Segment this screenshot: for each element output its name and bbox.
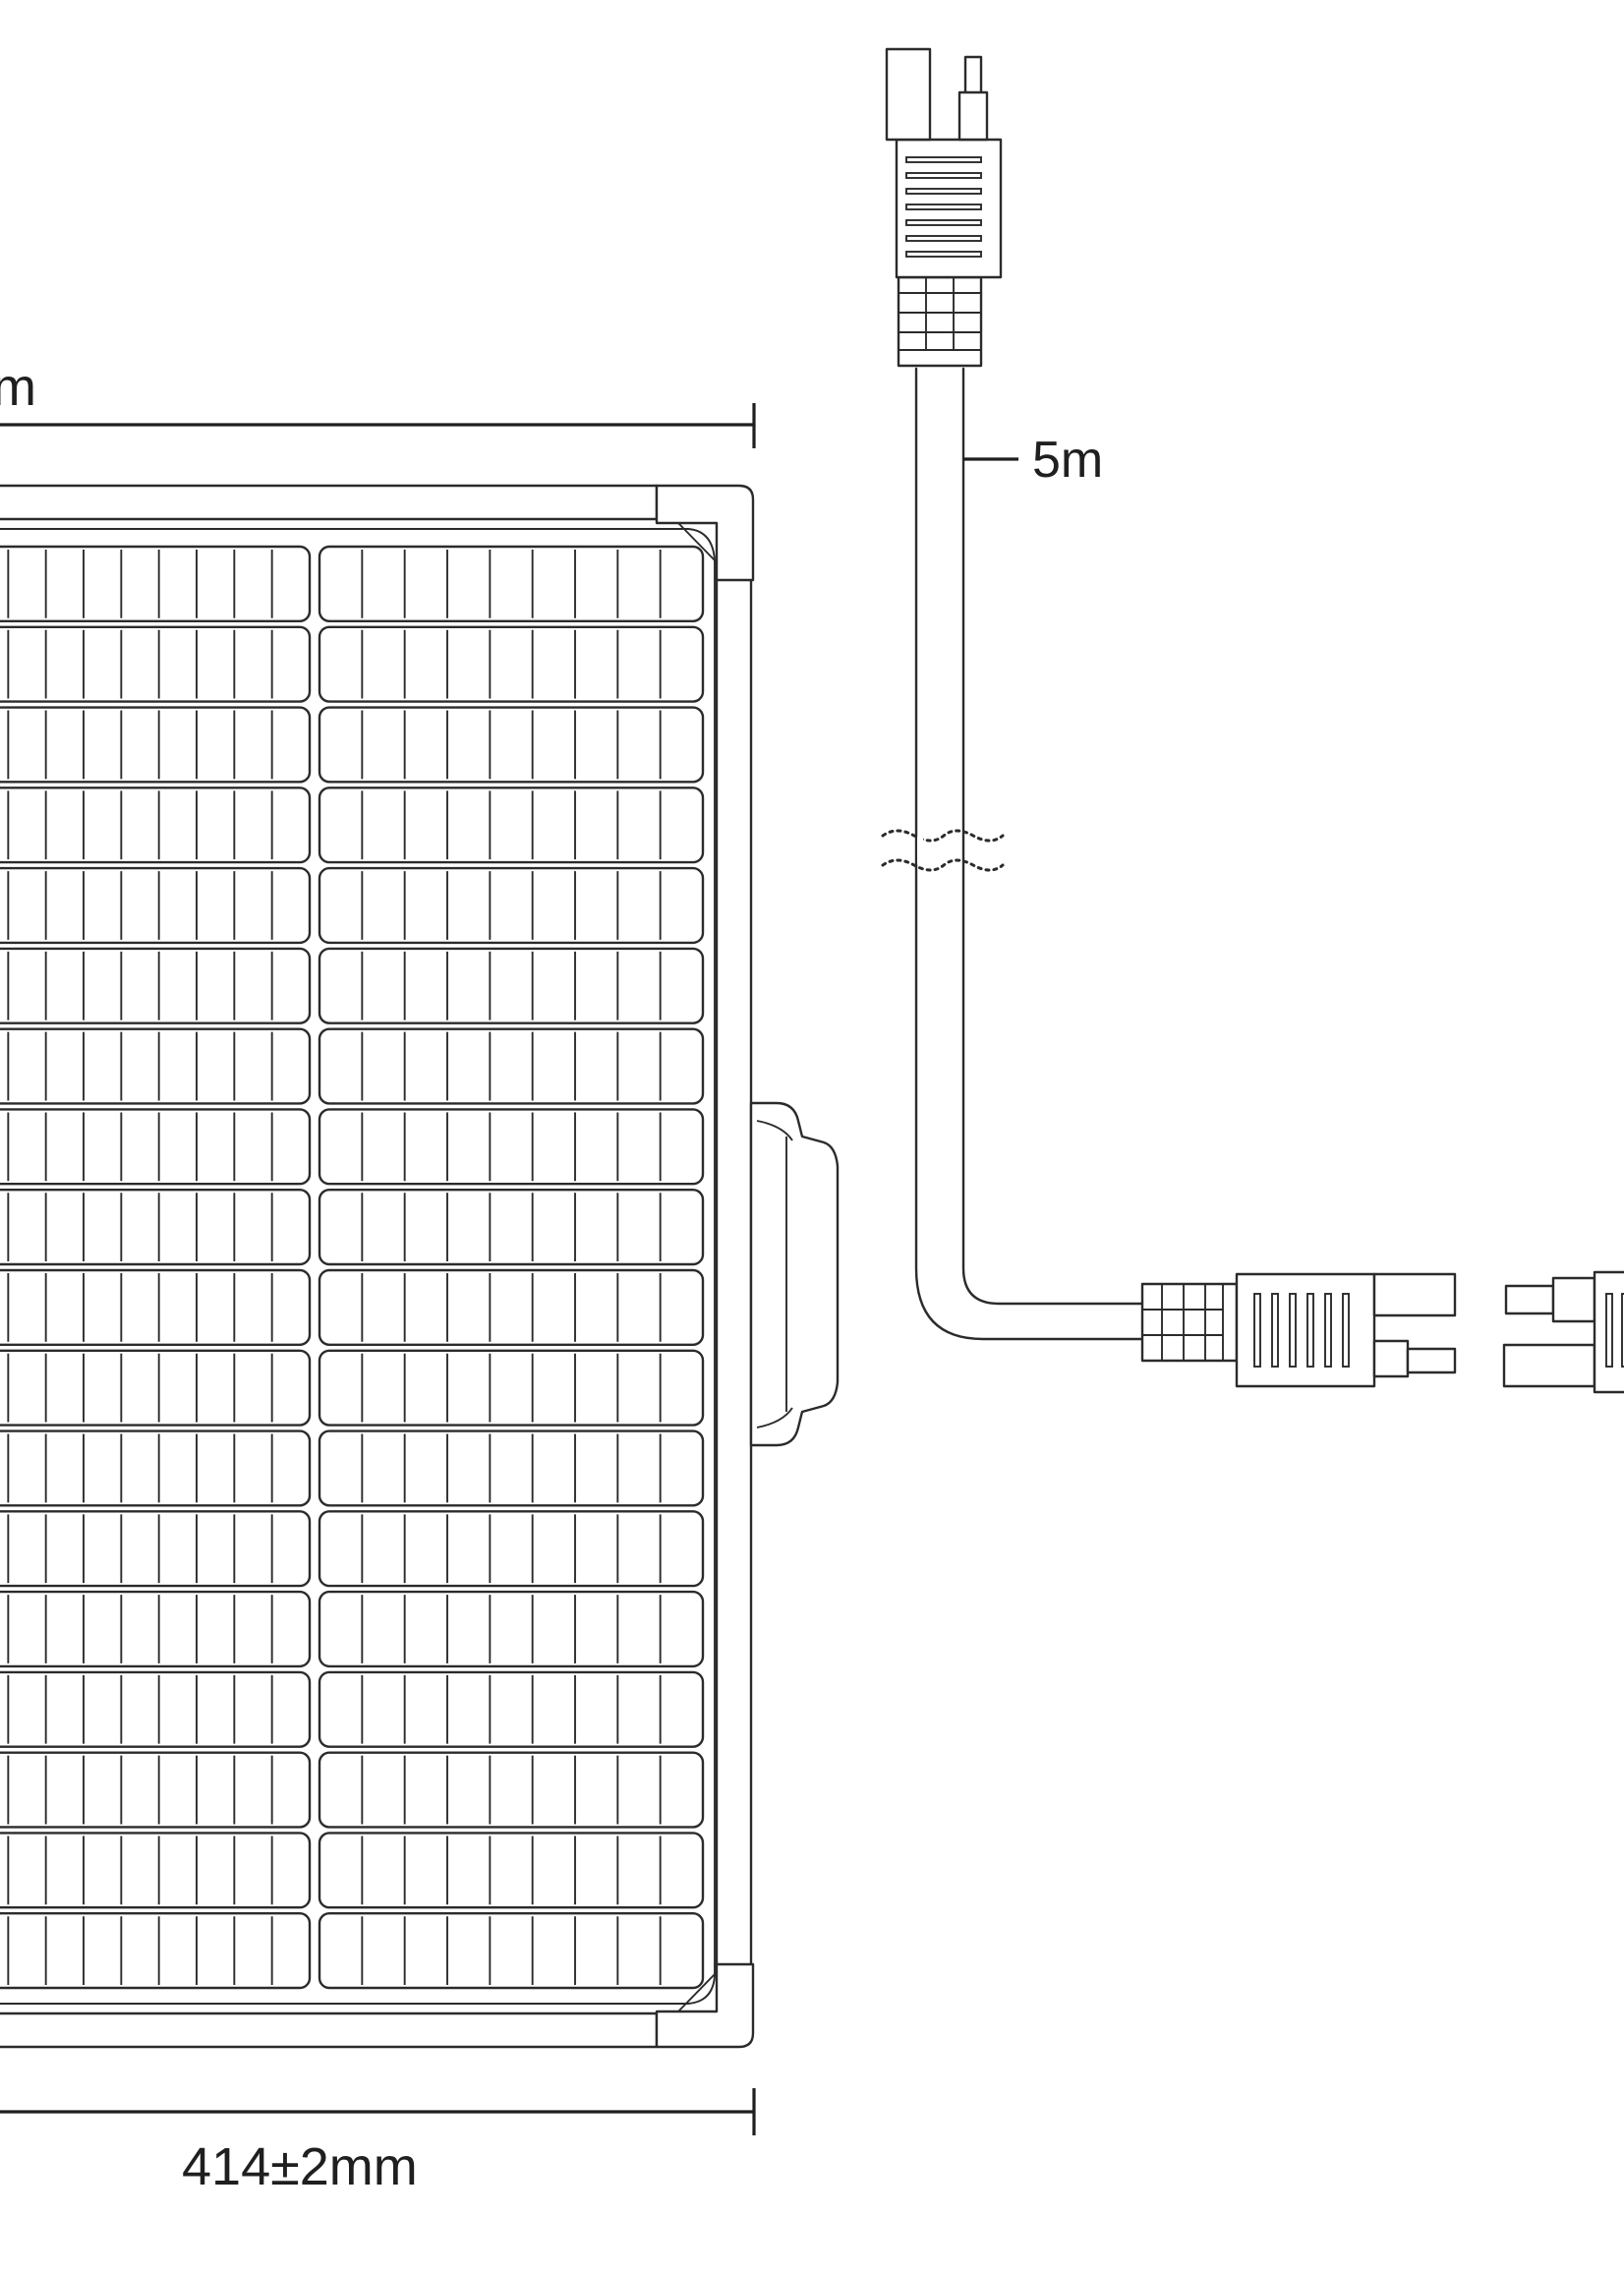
cell-row bbox=[0, 625, 312, 703]
cell-string bbox=[318, 1590, 705, 1668]
cell-row bbox=[0, 1429, 312, 1507]
cell-string bbox=[318, 1027, 705, 1105]
cell-row bbox=[318, 1670, 705, 1748]
cell-row bbox=[318, 1429, 705, 1507]
sae-connector-right bbox=[1140, 1272, 1457, 1388]
cell-row bbox=[318, 706, 705, 784]
cell-row bbox=[0, 1912, 312, 1990]
cell-row bbox=[318, 1108, 705, 1186]
cell-string bbox=[0, 1832, 312, 1909]
cell-row bbox=[0, 1751, 312, 1829]
cell-string bbox=[318, 787, 705, 864]
cell-row bbox=[318, 866, 705, 945]
cell-string bbox=[0, 625, 312, 703]
cable bbox=[881, 367, 1144, 1341]
cell-string bbox=[318, 545, 705, 622]
cell-string bbox=[0, 1590, 312, 1668]
top-dimension-line bbox=[0, 403, 756, 448]
cell-string bbox=[0, 1268, 312, 1346]
cell-row bbox=[318, 1510, 705, 1588]
cell-string bbox=[318, 625, 705, 703]
cell-string bbox=[318, 1912, 705, 1990]
corner-bracket-bottom bbox=[655, 1962, 755, 2049]
cell-row bbox=[0, 706, 312, 784]
cell-row bbox=[0, 1108, 312, 1186]
sae-connector-top bbox=[885, 47, 1003, 368]
cell-row bbox=[318, 947, 705, 1024]
cell-row bbox=[0, 1590, 312, 1668]
cell-row bbox=[0, 1027, 312, 1105]
cell-string bbox=[0, 1189, 312, 1266]
cell-row bbox=[318, 625, 705, 703]
cell-string bbox=[0, 787, 312, 864]
cell-string bbox=[318, 1268, 705, 1346]
cell-row bbox=[0, 545, 312, 622]
cell-string bbox=[0, 1912, 312, 1990]
cell-row bbox=[318, 1268, 705, 1346]
panel-frame bbox=[0, 484, 753, 2049]
cell-row bbox=[0, 1670, 312, 1748]
mating-connector-partial bbox=[1502, 1270, 1624, 1394]
cell-string bbox=[318, 1349, 705, 1427]
cell-string bbox=[0, 1751, 312, 1829]
bottom-dimension-line bbox=[0, 2088, 756, 2135]
cell-row bbox=[318, 545, 705, 622]
cell-string bbox=[318, 947, 705, 1024]
cell-string bbox=[0, 866, 312, 945]
cell-string bbox=[318, 1832, 705, 1909]
cell-string bbox=[318, 1510, 705, 1588]
top-dimension-label: m bbox=[0, 358, 36, 417]
cell-row bbox=[0, 1510, 312, 1588]
cell-row bbox=[318, 1590, 705, 1668]
cable-length-label: 5m bbox=[1032, 432, 1103, 489]
carry-handle bbox=[749, 1101, 840, 1447]
cell-string bbox=[0, 947, 312, 1024]
cell-string bbox=[0, 1027, 312, 1105]
cell-row bbox=[318, 1349, 705, 1427]
cell-row bbox=[318, 1751, 705, 1829]
cell-string bbox=[0, 545, 312, 622]
cell-string bbox=[318, 866, 705, 945]
cell-string bbox=[0, 1510, 312, 1588]
cell-row bbox=[318, 1189, 705, 1266]
cell-string bbox=[0, 706, 312, 784]
cell-row bbox=[0, 1349, 312, 1427]
cell-row bbox=[318, 1912, 705, 1990]
solar-cell-grid bbox=[0, 545, 705, 1990]
cell-string bbox=[0, 1429, 312, 1507]
cell-row bbox=[0, 947, 312, 1024]
cell-string bbox=[318, 1429, 705, 1507]
cell-string bbox=[318, 1108, 705, 1186]
cell-row bbox=[0, 1268, 312, 1346]
cell-string bbox=[318, 706, 705, 784]
cell-string bbox=[318, 1670, 705, 1748]
cell-row bbox=[0, 787, 312, 864]
corner-bracket-top bbox=[655, 484, 755, 582]
cell-row bbox=[318, 1832, 705, 1909]
cell-string bbox=[318, 1189, 705, 1266]
cell-string bbox=[0, 1108, 312, 1186]
cell-row bbox=[318, 1027, 705, 1105]
cell-row bbox=[0, 1189, 312, 1266]
cell-string bbox=[318, 1751, 705, 1829]
width-dimension-label: 414±2mm bbox=[182, 2137, 418, 2196]
cell-row bbox=[0, 1832, 312, 1909]
cell-row bbox=[0, 866, 312, 945]
cell-string bbox=[0, 1670, 312, 1748]
cell-string bbox=[0, 1349, 312, 1427]
cell-row bbox=[318, 787, 705, 864]
